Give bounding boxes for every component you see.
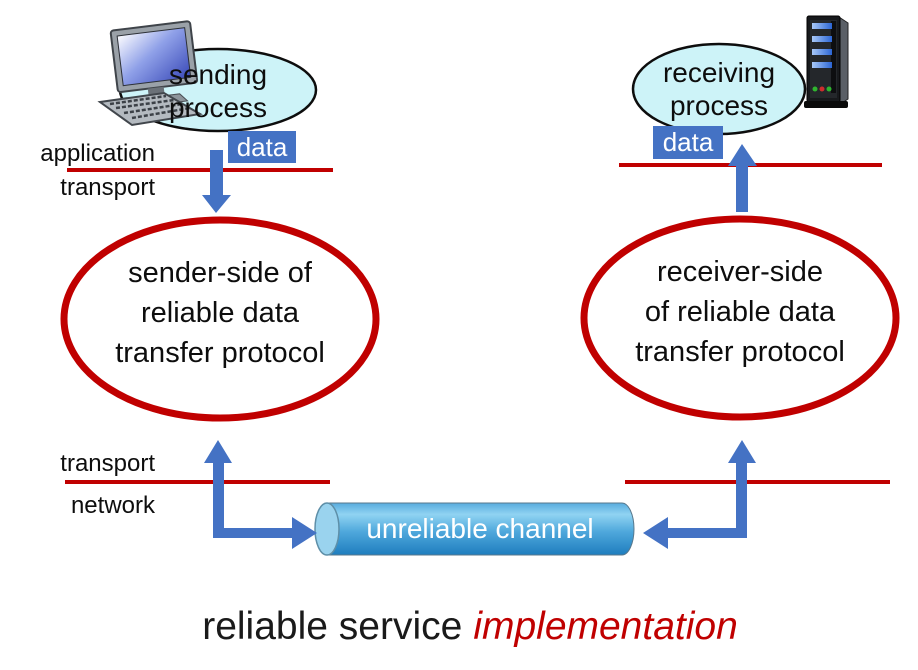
desktop-computer-icon [97, 20, 203, 127]
receiving-process-line2: process [669, 90, 769, 121]
sender-protocol-line1: sender-side of [128, 257, 312, 289]
receiver-channel-elbow-arrow [643, 440, 756, 549]
unreliable-channel-cylinder [314, 502, 635, 556]
layer-label-application: application [40, 140, 155, 167]
layer-label-network: network [70, 492, 155, 519]
receiver-protocol-ellipse [580, 215, 900, 421]
sender-protocol-line3: transfer protocol [115, 337, 325, 369]
cylinder-left-cap [314, 502, 340, 556]
receiving-process-label: receiving process [619, 56, 819, 122]
sender-protocol-label: sender-side of reliable data transfer pr… [67, 253, 373, 373]
sender-protocol-ellipse [60, 216, 380, 422]
sending-process-line1: sending [168, 59, 268, 90]
receiving-process-line1: receiving [662, 57, 776, 88]
layer-label-transport-upper: transport [60, 174, 155, 201]
server-icon [804, 15, 849, 108]
data-down-arrow [202, 150, 231, 213]
sender-protocol-line2: reliable data [141, 297, 299, 329]
sending-process-label: sending process [118, 58, 318, 124]
caption-emphasis-text: implementation [473, 605, 738, 648]
data-up-arrow [728, 144, 757, 212]
sender-channel-elbow-arrow [204, 440, 317, 549]
receiver-protocol-line2: of reliable data [644, 296, 836, 328]
sending-process-line2: process [168, 92, 268, 123]
unreliable-channel-label: unreliable channel [366, 513, 594, 544]
layer-label-transport-lower: transport [60, 450, 155, 477]
data-chip-sender: data [228, 131, 296, 163]
caption-normal-text: reliable service [202, 605, 463, 648]
receiver-protocol-line1: receiver-side [657, 256, 823, 288]
receiver-protocol-label: receiver-side of reliable data transfer … [587, 252, 893, 372]
receiver-protocol-line3: transfer protocol [635, 336, 845, 368]
data-chip-receiver: data [653, 126, 723, 159]
